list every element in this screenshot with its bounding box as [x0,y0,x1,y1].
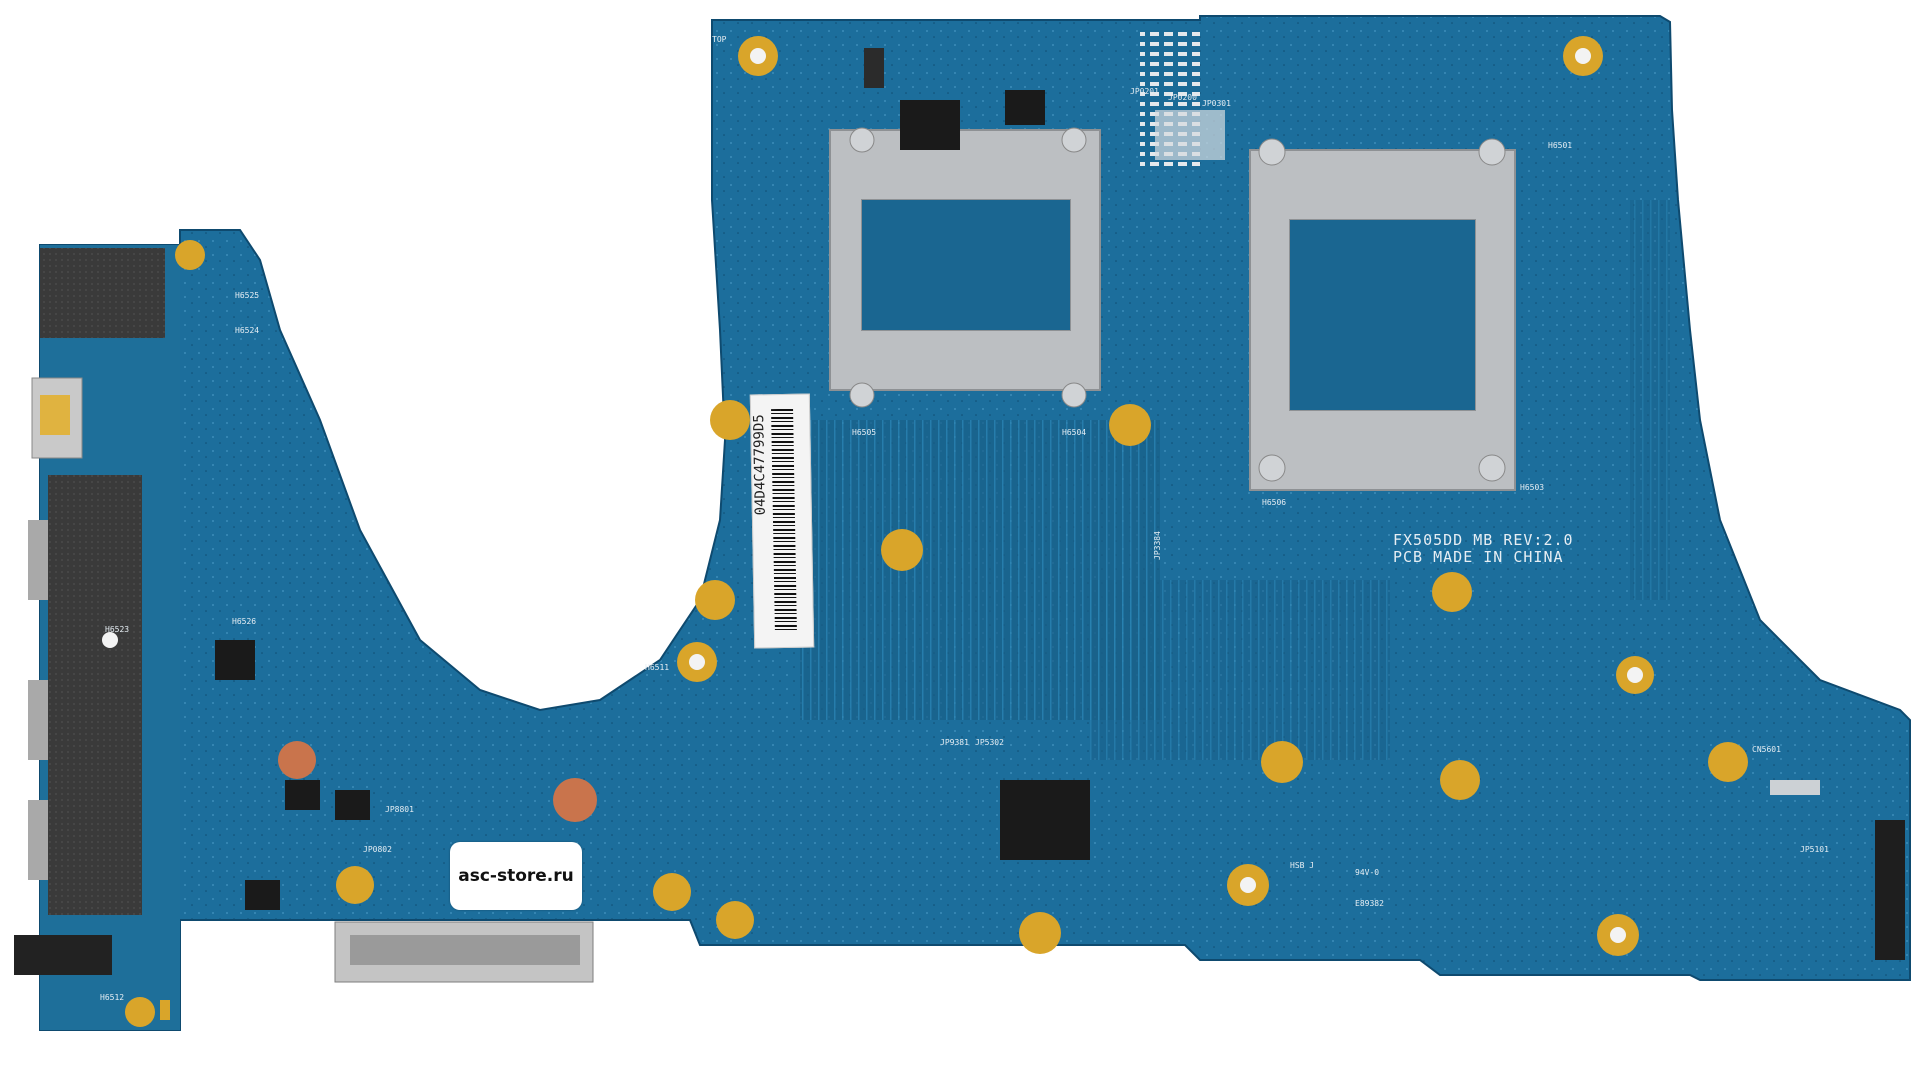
v0-label: 94V-0 [1355,868,1379,877]
watermark-badge: asc-store.ru [450,842,582,910]
silk-jp0301: JP0301 [1202,99,1231,108]
silk-jp8801: JP8801 [385,805,414,814]
silk-jp0200: JP0200 [1168,93,1197,102]
made-in-label: PCB MADE IN CHINA [1393,548,1564,566]
silk-h6512: H6512 [100,993,124,1002]
model-label: FX505DD MB REV:2.0 [1393,531,1574,549]
edge-connector [1875,820,1905,960]
ul-label: E89382 [1355,899,1384,908]
silk-h6503: H6503 [1520,483,1544,492]
silk-h6501: H6501 [1548,141,1572,150]
silk-h6523: H6523 [105,625,129,634]
silk-jp0802: JP0802 [363,845,392,854]
silk-h6504: H6504 [1062,428,1086,437]
barcode-sticker: 04D4C47799D5 [749,393,815,649]
io-foam-pad [48,475,142,915]
hsb-label: HSB J [1290,861,1314,870]
silk-jp3384: JP3384 [1153,531,1162,560]
silk-jp5101: JP5101 [1800,845,1829,854]
sd-card-slot [40,248,165,338]
top-label: TOP [712,35,727,44]
silk-h6525: H6525 [235,291,259,300]
silk-h6506: H6506 [1262,498,1286,507]
silk-jp5302: JP5302 [975,738,1004,747]
silk-h6505: H6505 [852,428,876,437]
silk-h6524: H6524 [235,326,259,335]
watermark-text: asc-store.ru [458,866,574,886]
silk-cn5601: CN5601 [1752,745,1781,754]
silk-h6526: H6526 [232,617,256,626]
barcode-bars [771,408,797,632]
silk-h6511: H6511 [645,663,669,672]
audio-jack [14,935,112,975]
silk-jp9381: JP9381 [940,738,969,747]
ec-controller-chip [1000,780,1090,860]
silk-jp0201: JP0201 [1130,87,1159,96]
